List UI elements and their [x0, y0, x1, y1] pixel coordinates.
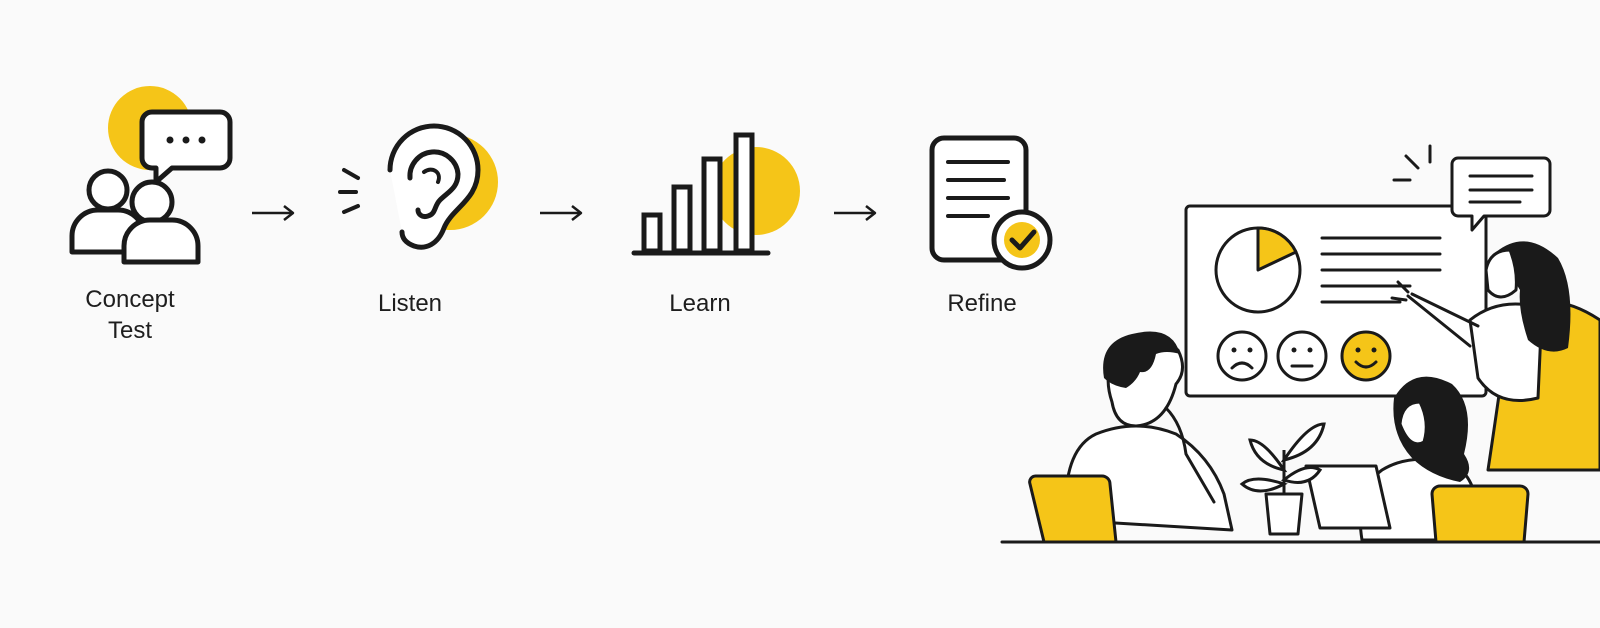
step-learn: Learn [630, 125, 810, 325]
arrow-right-icon [252, 205, 295, 221]
pie-chart-icon [1214, 226, 1302, 314]
document-checkmark-icon [929, 135, 1053, 271]
happy-face-icon [1340, 330, 1392, 382]
team-review-meeting-illustration [1000, 140, 1600, 560]
chair-left [1028, 474, 1118, 544]
step-listen: Listen [330, 120, 510, 320]
laptop-icon [1304, 464, 1392, 530]
ear-icon [338, 123, 498, 250]
step-refine: Refine [920, 130, 1100, 330]
step-label: Refine [947, 290, 1017, 317]
arrow-right-icon [540, 205, 583, 221]
neutral-face-icon [1276, 330, 1328, 382]
sad-face-icon [1216, 330, 1268, 382]
step-label: Concept Test [85, 286, 175, 344]
speech-bubble-icon [1450, 156, 1552, 232]
arrow-right-icon [834, 205, 877, 221]
step-concept-test: Concept Test [60, 80, 240, 350]
bar-chart-icon [631, 132, 800, 256]
step-label: Learn [669, 290, 731, 317]
presenter-figure [1390, 241, 1600, 472]
step-label: Listen [377, 290, 443, 317]
plant-icon [1239, 422, 1326, 536]
people-speech-bubble-icon [69, 86, 233, 265]
chair-right [1430, 484, 1530, 544]
